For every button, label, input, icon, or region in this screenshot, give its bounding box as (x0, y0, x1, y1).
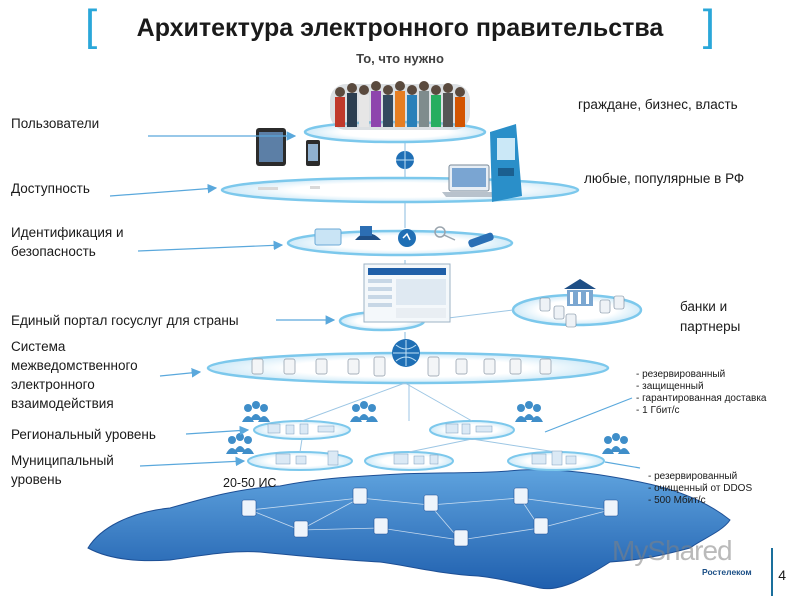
left-bracket: [ (85, 1, 98, 50)
user-group-icons (226, 401, 630, 454)
people-crowd-icon (330, 81, 470, 130)
label-smev-line4: взаимодействия (11, 396, 114, 411)
label-smev-line1: Система (11, 339, 66, 354)
title-block: [ Архитектура электронного правительства… (85, 4, 715, 52)
note-regional-2: - защищенный (636, 381, 704, 392)
label-smev-line2: межведомственного (11, 358, 138, 373)
label-banks-line1: банки и (680, 299, 728, 314)
smartcard-reader-icon (355, 226, 381, 240)
note-municipal-1: - резервированный (648, 471, 738, 482)
regional-items (267, 423, 493, 435)
municipal-disc-mid (364, 451, 454, 471)
bank-server-icons (539, 295, 625, 328)
label-is-count: 20-50 ИС (223, 476, 277, 490)
label-regional: Региональный уровень (11, 427, 156, 442)
usb-token-icon (468, 232, 494, 248)
regional-disc-right (429, 420, 515, 440)
phone-icon (306, 140, 320, 166)
note-regional-4: - 1 Гбит/с (636, 405, 680, 416)
municipal-items (275, 450, 577, 466)
label-municipal-line2: уровень (11, 472, 62, 487)
note-regional-1: - резервированный (636, 369, 726, 380)
label-smev-line3: электронного (11, 377, 95, 392)
watermark-logo: MyShared (612, 535, 733, 566)
note-municipal-3: - 500 Мбит/с (648, 495, 706, 506)
label-access-devices: любые, популярные в РФ (584, 171, 745, 186)
access-devices-placeholder (258, 186, 320, 190)
id-card-icon (314, 228, 342, 246)
label-users-who: граждане, бизнес, власть (578, 97, 738, 112)
page-subtitle: То, что нужно (356, 51, 444, 66)
key-icon (434, 226, 456, 241)
tablet-icon (256, 128, 286, 166)
label-banks-line2: партнеры (680, 319, 741, 334)
security-globe-icon (398, 229, 416, 247)
page-number-divider (771, 548, 773, 596)
right-bracket: ] (702, 1, 715, 50)
label-portal: Единый портал госуслуг для страны (11, 313, 239, 328)
smev-server-icons (251, 356, 552, 377)
page-number: 4 (778, 567, 786, 583)
label-access: Доступность (11, 181, 90, 196)
portal-screenshot-icon (363, 263, 451, 323)
bank-icon (564, 279, 596, 306)
map-server-icons (241, 487, 619, 547)
russia-map (87, 469, 731, 590)
note-regional-3: - гарантированная доставка (636, 393, 767, 404)
globe-icon (396, 151, 414, 169)
brand-logo: Ростелеком (700, 566, 754, 578)
kiosk-icon (490, 124, 522, 202)
page-title: Архитектура электронного правительства (136, 14, 664, 42)
laptop-icon (442, 164, 496, 197)
map-network-links (249, 497, 611, 541)
label-users: Пользователи (11, 116, 100, 131)
smev-globe-icon (392, 339, 420, 367)
label-identification-line1: Идентификация и (11, 225, 124, 240)
label-municipal-line1: Муниципальный (11, 453, 114, 468)
label-identification-line2: безопасность (11, 244, 96, 259)
note-municipal-2: - очищенный от DDOS (648, 483, 753, 494)
